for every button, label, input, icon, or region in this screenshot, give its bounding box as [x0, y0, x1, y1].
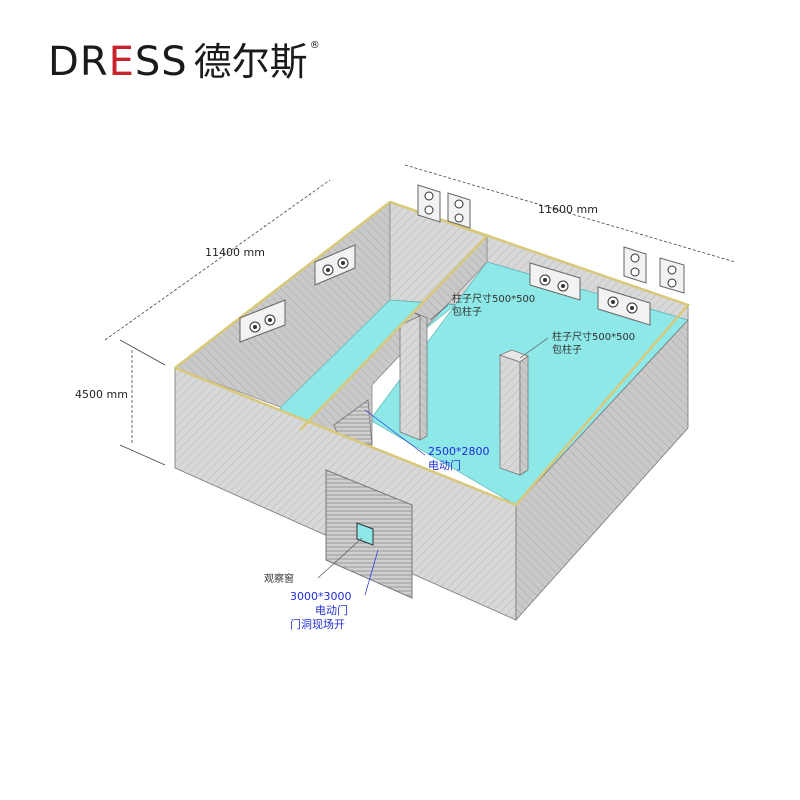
front-right-outer-wall	[515, 318, 689, 622]
condenser-unit-3	[623, 246, 647, 284]
left-column-side	[412, 311, 428, 441]
column-note-left-line2: 包柱子	[452, 305, 482, 318]
observation-window	[356, 522, 374, 546]
right-column-front	[499, 354, 521, 476]
length-dimension-label: 11600 mm	[538, 203, 598, 216]
evaporator-unit-4	[597, 286, 651, 326]
annotation-leaders	[317, 304, 549, 596]
height-dimension-label: 4500 mm	[75, 388, 128, 401]
width-dimension-label: 11400 mm	[205, 246, 265, 259]
condenser-unit-1	[417, 184, 441, 223]
right-column-side	[519, 355, 529, 476]
inner-door-type: 电动门	[428, 458, 461, 472]
column-note-right-line2: 包柱子	[552, 343, 582, 356]
wall-top-edge	[174, 200, 691, 507]
registered-mark: ®	[309, 40, 320, 51]
window-label: 观察窗	[264, 572, 294, 585]
evaporator-unit-1	[239, 299, 286, 343]
evaporator-unit-3	[529, 262, 581, 301]
column-note-left-line1: 柱子尺寸500*500	[452, 292, 535, 305]
main-door-type: 电动门	[315, 603, 348, 617]
left-column-front	[399, 315, 421, 441]
main-door-note: 门洞现场开	[290, 617, 345, 631]
condenser-unit-4	[659, 257, 685, 294]
condenser-unit-2	[447, 192, 471, 229]
inner-door-size: 2500*2800	[428, 445, 490, 458]
right-column-top	[498, 349, 529, 363]
dimension-lines	[104, 164, 736, 466]
brand-logo: DRESS 德尔斯 ®	[48, 38, 320, 86]
column-note-right-line1: 柱子尺寸500*500	[552, 330, 635, 343]
brand-latin: DRESS	[48, 39, 188, 85]
brand-chinese: 德尔斯	[193, 40, 308, 84]
evaporator-unit-2	[314, 244, 356, 286]
main-door-size: 3000*3000	[290, 590, 352, 603]
